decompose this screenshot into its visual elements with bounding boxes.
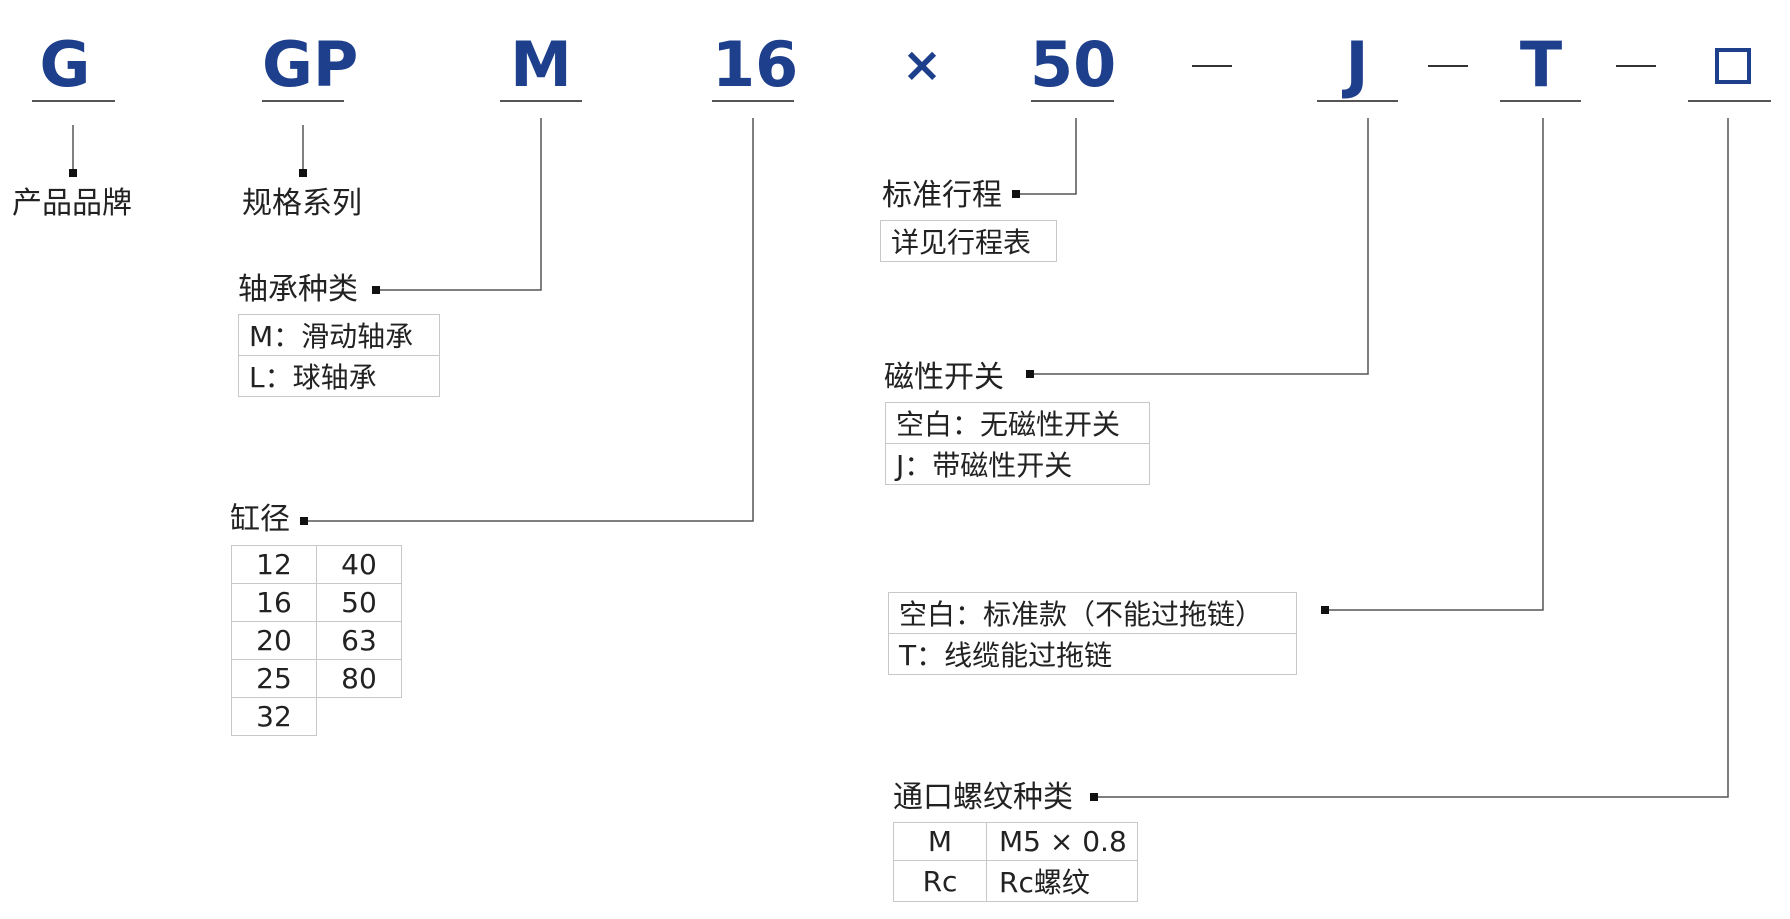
code-stroke: 50	[1030, 28, 1117, 101]
port-code-cell: M	[893, 822, 987, 861]
leader-cable	[1325, 118, 1544, 611]
stroke-option-table: 详见行程表	[880, 220, 1057, 262]
stroke-option: 详见行程表	[880, 220, 1057, 262]
leader-bore	[300, 118, 754, 522]
port-code-cell: Rc	[893, 860, 987, 902]
code-times: ×	[901, 37, 943, 93]
underline-gp	[262, 100, 344, 102]
dot-bore	[300, 517, 308, 525]
bore-cell: 80	[316, 659, 402, 698]
blank-box-icon	[1715, 47, 1751, 84]
table-row: T：线缆能过拖链	[888, 633, 1297, 675]
dot-brand	[69, 169, 77, 177]
underline-g	[32, 100, 115, 102]
dot-switch	[1026, 370, 1034, 378]
table-row: L：球轴承	[238, 355, 440, 397]
dot-bearing	[372, 286, 380, 294]
code-t: T	[1519, 28, 1563, 101]
dot-port	[1090, 793, 1098, 801]
label-series: 规格系列	[242, 186, 362, 221]
dot-series	[299, 169, 307, 177]
table-row: 空白：无磁性开关	[885, 402, 1150, 444]
table-row: J：带磁性开关	[885, 443, 1150, 485]
bearing-options-table: M：滑动轴承 L：球轴承	[238, 314, 440, 397]
label-stroke: 标准行程	[882, 178, 1002, 213]
code-g: G	[39, 28, 91, 101]
underline-bore	[712, 100, 794, 102]
dot-cable	[1321, 606, 1329, 614]
separator-dash-3	[1616, 65, 1656, 67]
cable-option-t: T：线缆能过拖链	[888, 633, 1297, 675]
cable-option-blank: 空白：标准款（不能过拖链）	[888, 592, 1297, 634]
leader-stroke	[1016, 118, 1077, 195]
switch-option-j: J：带磁性开关	[885, 443, 1150, 485]
separator-dash-2	[1428, 65, 1468, 67]
leader-bearing	[372, 118, 542, 291]
label-bearing: 轴承种类	[238, 272, 358, 307]
leader-switch	[1030, 118, 1369, 375]
bore-cell: 20	[231, 621, 317, 660]
underline-blank	[1688, 100, 1771, 102]
bore-cell: 16	[231, 583, 317, 622]
code-gp: GP	[262, 28, 359, 101]
label-bore: 缸径	[230, 502, 290, 537]
switch-options-table: 空白：无磁性开关 J：带磁性开关	[885, 402, 1150, 485]
code-blank	[1695, 25, 1771, 105]
table-row: 空白：标准款（不能过拖链）	[888, 592, 1297, 634]
label-port: 通口螺纹种类	[893, 780, 1073, 815]
code-j: J	[1345, 28, 1369, 101]
bore-cell: 25	[231, 659, 317, 698]
table-row: 32	[231, 697, 402, 736]
cable-options-table: 空白：标准款（不能过拖链） T：线缆能过拖链	[888, 592, 1297, 675]
bearing-option-l: L：球轴承	[238, 355, 440, 397]
underline-stroke	[1031, 100, 1114, 102]
label-switch: 磁性开关	[884, 360, 1004, 395]
code-m: M	[510, 28, 572, 101]
separator-dash-1	[1192, 65, 1232, 67]
table-row: 详见行程表	[880, 220, 1057, 262]
bearing-option-m: M：滑动轴承	[238, 314, 440, 356]
bore-cell: 40	[316, 545, 402, 584]
bore-cell-empty	[317, 698, 402, 736]
bore-cell: 12	[231, 545, 317, 584]
switch-option-blank: 空白：无磁性开关	[885, 402, 1150, 444]
port-spec-cell: Rc螺纹	[986, 860, 1138, 902]
underline-m	[500, 100, 582, 102]
underline-t	[1500, 100, 1581, 102]
table-row: M：滑动轴承	[238, 314, 440, 356]
dot-stroke	[1012, 190, 1020, 198]
leader-port	[1094, 118, 1729, 798]
code-bore: 16	[712, 28, 799, 101]
underline-j	[1317, 100, 1398, 102]
port-spec-cell: M5 × 0.8	[986, 822, 1138, 861]
bore-cell: 32	[231, 697, 317, 736]
bore-cell: 50	[316, 583, 402, 622]
label-brand: 产品品牌	[12, 186, 132, 221]
bore-cell: 63	[316, 621, 402, 660]
